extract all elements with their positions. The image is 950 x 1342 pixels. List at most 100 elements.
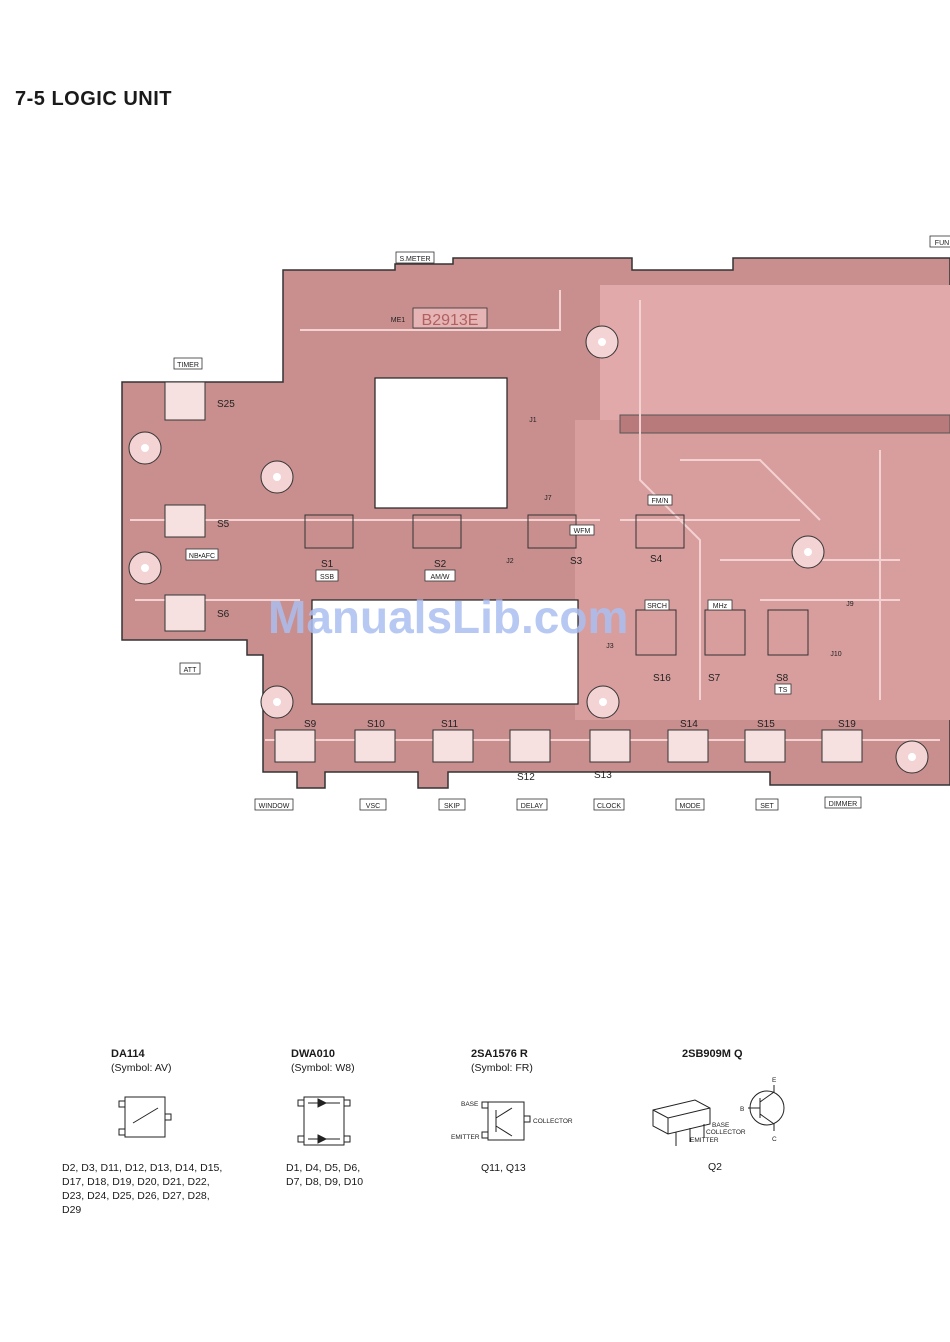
- part-name: 2SA1576 R: [471, 1048, 528, 1060]
- switch-s9: S9: [304, 719, 317, 730]
- mounting-hole-centers: [141, 338, 916, 761]
- part-name: DA114: [111, 1048, 145, 1060]
- part-symbol: (Symbol: AV): [111, 1062, 172, 1074]
- att-connector: [179, 662, 201, 675]
- ref-line: D7, D8, D9, D10: [286, 1176, 364, 1188]
- window-label: WINDOW: [259, 803, 290, 810]
- legend-dwa010: DWA010 (Symbol: W8): [291, 1047, 355, 1075]
- amw-key-box: [424, 569, 456, 582]
- ic-pin-row: [619, 414, 950, 434]
- part-symbol: (Symbol: W8): [291, 1062, 355, 1074]
- wfm-key-label: WFM: [574, 528, 591, 535]
- 2sb909m-e-terminal: E: [772, 1077, 777, 1084]
- switch-s11: S11: [441, 719, 458, 730]
- switch-s16: S16: [653, 673, 671, 684]
- ssb-key-box: [315, 569, 339, 582]
- fun-connector: [929, 235, 950, 248]
- ref-line: D29: [62, 1204, 82, 1216]
- switch-s14: S14: [680, 719, 698, 730]
- mode-label: MODE: [680, 803, 701, 810]
- dimmer-label: DIMMER: [829, 801, 857, 808]
- ref-line: Q2: [708, 1161, 723, 1173]
- me1-label: ME1: [391, 317, 406, 324]
- set-label: SET: [760, 803, 774, 810]
- ref-line: D2, D3, D11, D12, D13, D14, D15,: [62, 1162, 223, 1174]
- skip-label: SKIP: [444, 803, 460, 810]
- legend-dwa010-refs: D1, D4, D5, D6, D7, D8, D9, D10: [286, 1161, 363, 1189]
- 2sa1576-base-pin: BASE: [461, 1101, 479, 1108]
- vsc-label: VSC: [366, 803, 380, 810]
- legend-2sa1576: 2SA1576 R (Symbol: FR): [471, 1047, 533, 1075]
- 2sa1576-collector-pin: COLLECTOR: [533, 1118, 573, 1125]
- wfm-key-box: [569, 524, 595, 536]
- amw-key-label: AM/W: [430, 574, 449, 581]
- switch-s12: S12: [517, 772, 535, 783]
- ref-line: Q11, Q13: [481, 1162, 526, 1174]
- watermark: ManualsLib.com: [268, 591, 629, 643]
- trace-area: [575, 420, 950, 720]
- switch-pads: [164, 381, 863, 763]
- mhz-key-label: MHz: [713, 603, 728, 610]
- legend-2sa1576-refs: Q11, Q13: [481, 1161, 526, 1175]
- 2sb909m-base-pin: BASE: [712, 1122, 730, 1129]
- fmn-key-label: FM/N: [651, 498, 668, 505]
- switch-s13: S13: [594, 770, 612, 781]
- srch-key-box: [644, 599, 670, 611]
- da114-symbol: [118, 1096, 172, 1138]
- 2sb909m-emitter-pin: EMITTER: [690, 1137, 719, 1144]
- ts-key-label: TS: [779, 687, 788, 694]
- fmn-key-box: [647, 494, 673, 506]
- skip-connector: [438, 798, 466, 811]
- j9-label: J9: [846, 601, 854, 608]
- switch-s5: S5: [217, 519, 230, 530]
- part-name: DWA010: [291, 1048, 336, 1060]
- ref-line: D1, D4, D5, D6,: [286, 1162, 361, 1174]
- legend-da114: DA114 (Symbol: AV): [111, 1047, 172, 1075]
- legend-2sb909m-refs: Q2: [708, 1160, 722, 1174]
- fun-label: FUN: [935, 240, 949, 247]
- dwa010-symbol: [297, 1096, 351, 1146]
- delay-label: DELAY: [521, 803, 544, 810]
- part-symbol: (Symbol: FR): [471, 1062, 533, 1074]
- j2-label: J2: [506, 558, 514, 565]
- switch-s7: S7: [708, 673, 721, 684]
- s-meter-connector: [395, 251, 435, 264]
- j3-label: J3: [606, 643, 614, 650]
- display-window-upper: [374, 377, 508, 509]
- timer-label: TIMER: [177, 362, 199, 369]
- delay-connector: [516, 798, 548, 811]
- 2sb909m-collector-pin: COLLECTOR: [706, 1129, 746, 1136]
- switch-s3: S3: [570, 556, 583, 567]
- mhz-key-box: [707, 599, 733, 611]
- switch-s4: S4: [650, 554, 663, 565]
- nbafc-key-label: NB•AFC: [189, 553, 215, 560]
- ssb-key-label: SSB: [320, 574, 334, 581]
- switch-s25: S25: [217, 399, 235, 410]
- dimmer-connector: [824, 796, 862, 809]
- att-label: ATT: [184, 667, 197, 674]
- ts-key-box: [774, 683, 792, 695]
- 2sa1576-emitter-pin: EMITTER: [451, 1134, 480, 1141]
- timer-connector: [173, 357, 203, 370]
- s-meter-label: S.METER: [399, 256, 430, 263]
- legend-2sb909m: 2SB909M Q: [682, 1047, 743, 1061]
- ref-line: D17, D18, D19, D20, D21, D22,: [62, 1176, 210, 1188]
- ic-area: [600, 285, 950, 425]
- set-connector: [755, 798, 779, 811]
- legend-da114-refs: D2, D3, D11, D12, D13, D14, D15, D17, D1…: [62, 1161, 222, 1217]
- switch-s15: S15: [757, 719, 775, 730]
- part-number-box: [412, 307, 488, 329]
- vsc-connector: [359, 798, 387, 811]
- j7-label: J7: [544, 495, 552, 502]
- 2sb909m-b-terminal: B: [740, 1106, 744, 1113]
- switch-s6: S6: [217, 609, 230, 620]
- j10-label: J10: [830, 651, 841, 658]
- page-title: 7-5 LOGIC UNIT: [15, 88, 173, 110]
- switch-s2: S2: [434, 559, 447, 570]
- 2sa1576-symbol: [481, 1101, 531, 1141]
- clock-label: CLOCK: [597, 803, 621, 810]
- 2sb909m-symbol: [652, 1085, 785, 1146]
- switch-s1: S1: [321, 559, 334, 570]
- 2sb909m-c-terminal: C: [772, 1136, 777, 1143]
